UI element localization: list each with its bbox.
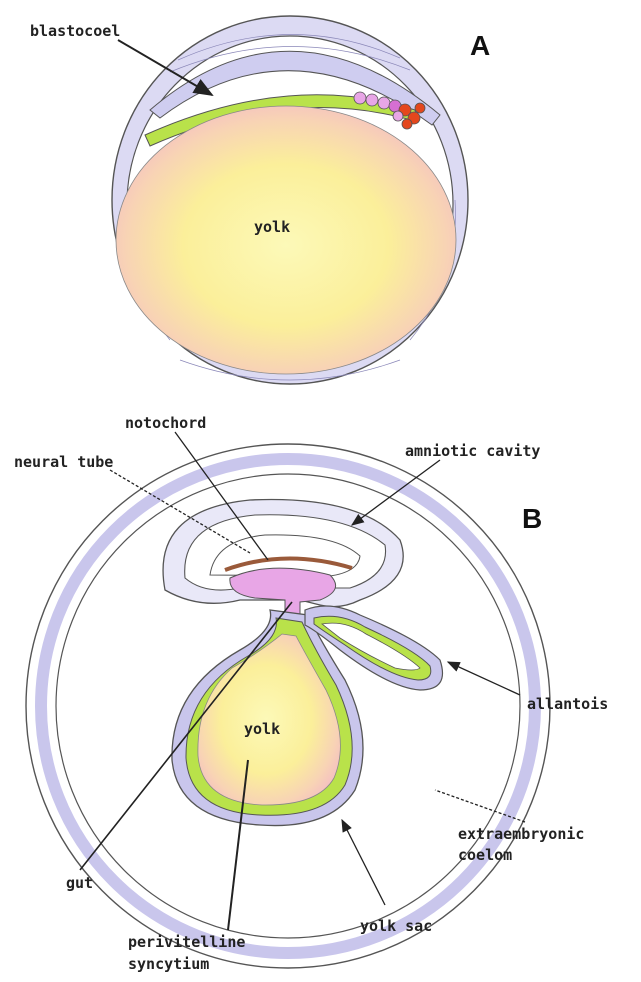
- blastocoel-label: blastocoel: [30, 22, 121, 40]
- panel-a-yolk-label: yolk: [254, 218, 291, 236]
- perivitelline-label: perivitelline: [128, 933, 246, 951]
- panel-b-chorion-band: [35, 453, 541, 959]
- yolk-sac-pointer: [341, 818, 386, 906]
- neural-tube-label: neural tube: [14, 453, 114, 471]
- syncytium-label: syncytium: [128, 955, 210, 973]
- panel-b-pointers: [79, 431, 526, 931]
- allantois-pointer: [446, 661, 521, 696]
- panel-a-epiblast: [149, 50, 441, 126]
- amniotic-cavity-pointer: [350, 459, 441, 526]
- panel-a-organizer-cells: [353, 91, 426, 130]
- notochord-label: notochord: [125, 414, 207, 432]
- panel-a-yolk-mass: [115, 105, 457, 375]
- gut-pointer: [79, 601, 293, 871]
- panel-b: [25, 431, 551, 969]
- coelom-pointer: [434, 789, 526, 823]
- amniotic-cavity-label: amniotic cavity: [405, 442, 541, 460]
- panel-a-blastocoel-pointer: [117, 39, 214, 97]
- gut-label: gut: [66, 874, 94, 892]
- panel-b-yolk-label: yolk: [244, 720, 281, 738]
- panel-b-allantois-cavity: [321, 622, 421, 671]
- allantois-label: allantois: [527, 695, 609, 713]
- panel-b-letter: B: [522, 503, 543, 534]
- coelom-label: coelom: [458, 846, 513, 864]
- panel-b-gut-endoderm: [229, 567, 337, 621]
- extraembryonic-label: extraembryonic: [458, 825, 585, 843]
- yolk-sac-label: yolk sac: [360, 917, 433, 935]
- notochord-pointer: [174, 431, 269, 561]
- neural-tube-pointer: [109, 469, 251, 554]
- perivitelline-pointer: [227, 759, 249, 931]
- panel-a: [111, 15, 469, 385]
- panel-a-letter: A: [470, 30, 491, 61]
- panel-b-notochord: [224, 556, 353, 572]
